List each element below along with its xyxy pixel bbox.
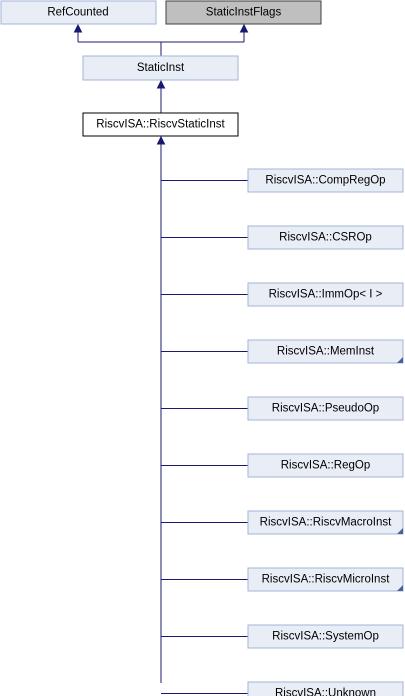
node-staticinst-label: StaticInst (137, 62, 185, 74)
node-staticinstflags[interactable]: StaticInstFlags (165, 0, 322, 25)
node-pseudoop[interactable]: RiscvISA::PseudoOp (247, 396, 404, 421)
node-systemop-label: RiscvISA::SystemOp (272, 631, 379, 643)
node-staticinstflags-label: StaticInstFlags (206, 7, 282, 19)
node-riscvmacroinst[interactable]: RiscvISA::RiscvMacroInst (247, 510, 404, 535)
node-regop-label: RiscvISA::RegOp (281, 460, 370, 472)
arrow-riscvstaticinst (156, 135, 166, 145)
more-children-corner-icon (397, 357, 403, 363)
edges (73, 23, 249, 694)
node-regop-box (247, 453, 404, 478)
more-children-corner-icon (397, 528, 403, 534)
node-refcounted[interactable]: RefCounted (0, 0, 157, 25)
node-staticinst[interactable]: StaticInst (82, 55, 239, 81)
node-unknown-box (247, 681, 404, 696)
node-riscvmicroinst-label: RiscvISA::RiscvMicroInst (262, 574, 391, 586)
more-children-corner-icon (397, 585, 403, 591)
node-pseudoop-label: RiscvISA::PseudoOp (272, 403, 379, 415)
node-unknown[interactable]: RiscvISA::Unknown (247, 681, 404, 696)
node-immop-label: RiscvISA::ImmOp< I > (269, 289, 383, 301)
node-regop[interactable]: RiscvISA::RegOp (247, 453, 404, 478)
child-branches (161, 180, 248, 694)
arrow-staticinstflags (239, 23, 249, 33)
arrow-staticinst (156, 79, 166, 89)
node-compregop-box (247, 168, 404, 193)
node-immop-box (247, 282, 404, 307)
node-csrop-box (247, 225, 404, 250)
node-systemop[interactable]: RiscvISA::SystemOp (247, 624, 404, 649)
node-unknown-label: RiscvISA::Unknown (275, 688, 376, 696)
node-csrop[interactable]: RiscvISA::CSROp (247, 225, 404, 250)
child-nodes: RiscvISA::CompRegOpRiscvISA::CSROpRiscvI… (247, 168, 404, 696)
node-riscvmicroinst-box (247, 567, 404, 592)
node-riscvmacroinst-box (247, 510, 404, 535)
node-compregop[interactable]: RiscvISA::CompRegOp (247, 168, 404, 193)
node-riscvmicroinst[interactable]: RiscvISA::RiscvMicroInst (247, 567, 404, 592)
node-systemop-box (247, 624, 404, 649)
node-csrop-label: RiscvISA::CSROp (279, 232, 372, 244)
node-riscvmacroinst-label: RiscvISA::RiscvMacroInst (260, 517, 392, 529)
node-refcounted-label: RefCounted (47, 7, 108, 19)
node-meminst[interactable]: RiscvISA::MemInst (247, 339, 404, 364)
node-meminst-box (247, 339, 404, 364)
node-riscvstaticinst: RiscvISA::RiscvStaticInst (82, 112, 239, 137)
node-compregop-label: RiscvISA::CompRegOp (265, 175, 385, 187)
node-pseudoop-box (247, 396, 404, 421)
node-immop[interactable]: RiscvISA::ImmOp< I > (247, 282, 404, 307)
node-riscvstaticinst-label: RiscvISA::RiscvStaticInst (96, 119, 225, 131)
node-meminst-label: RiscvISA::MemInst (277, 346, 375, 358)
arrow-refcounted (73, 23, 83, 33)
